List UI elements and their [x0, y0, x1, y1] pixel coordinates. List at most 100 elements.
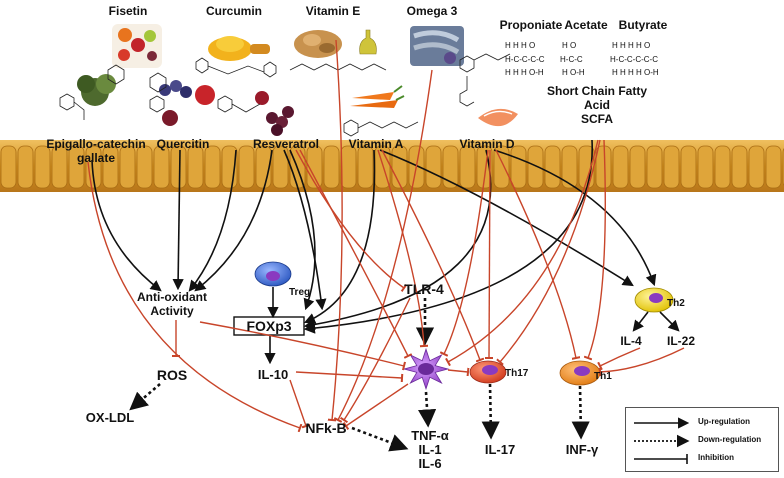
membrane-cell [68, 145, 85, 189]
acetate-label: Acetate [564, 18, 608, 32]
vitamin-e-image [294, 29, 377, 58]
vitamin-a-inhibits-th17 [381, 149, 485, 363]
vitamin-a-label: Vitamin A [348, 137, 404, 151]
scfa-inhibits-th17 [496, 139, 601, 366]
membrane-cell [612, 145, 629, 189]
membrane-cell [34, 145, 51, 189]
resveratrol-to-nfkb-arrow [283, 149, 327, 311]
membrane-cell [731, 145, 748, 189]
scfa-to-foxp3-arrow [303, 139, 593, 334]
th2-cell [634, 287, 674, 313]
membrane-cell [323, 145, 340, 189]
membrane-cell [153, 145, 170, 189]
quercitin-label: Quercitin [156, 137, 210, 151]
membrane-cell [510, 145, 527, 189]
vitamin-d-to-th2-arrow [493, 149, 657, 287]
vitamin-d-inhibits-th17 [484, 149, 494, 360]
membrane-cell [544, 145, 561, 189]
membrane-cell [102, 145, 119, 189]
membrane-cell [357, 145, 374, 189]
svg-text:H-C-C-C-C: H-C-C-C-C [505, 55, 545, 64]
membrane-cell [646, 145, 663, 189]
scfa-inhibits-th1 [583, 139, 606, 361]
dc-inhibits-nfkb [342, 383, 409, 431]
egcg-label-line2: gallate [76, 151, 116, 165]
membrane-cell [765, 145, 782, 189]
membrane-cells [0, 145, 784, 189]
membrane-cell [238, 145, 255, 189]
vitamin-d-image [478, 108, 518, 127]
scfa-label-line1: Short Chain Fatty [546, 84, 648, 98]
vitamin-e-label: Vitamin E [305, 4, 361, 18]
membrane-cell [0, 145, 17, 189]
omega3-inhibits-nfkb [333, 69, 433, 423]
dc-to-cytokines-arrow [418, 391, 437, 428]
tnf-label: TNF-α [411, 428, 449, 443]
svg-text:H O: H O [562, 41, 576, 50]
membrane-cell [272, 145, 289, 189]
il10-label: IL-10 [257, 367, 289, 382]
treg-label: Treg [289, 287, 311, 298]
svg-text:H H H O-H: H H H O-H [505, 68, 544, 77]
svg-text:H H H O: H H H O [505, 41, 535, 50]
scfa-inhibits-dc [445, 139, 599, 367]
legend-inhibition: Inhibition [634, 453, 734, 464]
membrane-cell [51, 145, 68, 189]
omega3-label: Omega 3 [406, 4, 458, 18]
il4-label: IL-4 [620, 334, 642, 348]
scfa-label-line3: SCFA [580, 112, 614, 126]
tlr4-label: TLR-4 [404, 281, 444, 297]
resveratrol-to-foxp3-arrow [289, 149, 316, 311]
th1-to-infg-arrow [571, 385, 590, 440]
ros-to-oxldl-arrow [129, 383, 161, 411]
il22-inhibits-th1 [598, 347, 685, 377]
intestinal-membrane [0, 140, 784, 192]
legend: Up-regulation Down-regulation Inhibition [625, 407, 779, 472]
nfkb-to-cytokines-arrow [351, 426, 409, 452]
fisetin-image [112, 24, 162, 68]
membrane-cell [340, 145, 357, 189]
treg-cell [254, 261, 292, 287]
curcumin-label: Curcumin [205, 4, 263, 18]
legend-down-regulation: Down-regulation [634, 434, 762, 448]
vitamin-d-inhibits-th1 [495, 149, 581, 360]
resveratrol-inhibits-dc [299, 149, 413, 359]
dendritic-cell [402, 347, 450, 391]
egcg-label-line1: Epigallo-catechin [46, 137, 146, 151]
il22-label: IL-22 [666, 334, 696, 348]
th17-cell [469, 360, 507, 384]
ros-label: ROS [156, 367, 188, 383]
propionate-label: Proponiate [499, 18, 563, 32]
infg-label: INF-γ [565, 442, 599, 457]
vitamin-a-image [350, 85, 405, 108]
th2-label: Th2 [667, 298, 685, 309]
legend-up-regulation: Up-regulation [634, 417, 750, 429]
svg-text:H O-H: H O-H [562, 68, 585, 77]
membrane-cell [493, 145, 510, 189]
scfa-label-line2: Acid [583, 98, 611, 112]
vitamin-a-inhibits-dc [377, 149, 429, 348]
curcumin-to-antioxidant-arrow [188, 149, 237, 292]
il10-inhibits-nfkb [289, 379, 311, 429]
quercitin-to-antioxidant-arrow [172, 149, 184, 291]
th1-label: Th1 [594, 371, 612, 382]
vitamin-a-to-th2-arrow [379, 149, 634, 287]
membrane-cell [204, 145, 221, 189]
edges [87, 39, 685, 452]
membrane-cell [527, 145, 544, 189]
il1-label: IL-1 [418, 442, 442, 457]
egcg-to-antioxidant-arrow [91, 159, 162, 292]
foxp3-label: FOXp3 [246, 318, 292, 334]
oxldl-label: OX-LDL [85, 410, 135, 425]
vitamin-e-inhibits-nfkb [327, 39, 343, 422]
resveratrol-image [255, 91, 294, 136]
scfa-formulas: H H H O H-C-C-C-C H H H O-H H O H-C-C H … [505, 41, 659, 77]
tlr4-inhibits-nfkb [339, 297, 411, 424]
svg-text:H H H H O: H H H H O [612, 41, 650, 50]
il17-label: IL-17 [484, 442, 516, 457]
membrane-cell [629, 145, 646, 189]
th2-inhibits-th1 [597, 347, 641, 371]
egcg-inhibits-nfkb [87, 161, 303, 433]
il6-label: IL-6 [418, 456, 442, 471]
membrane-cell [459, 145, 476, 189]
